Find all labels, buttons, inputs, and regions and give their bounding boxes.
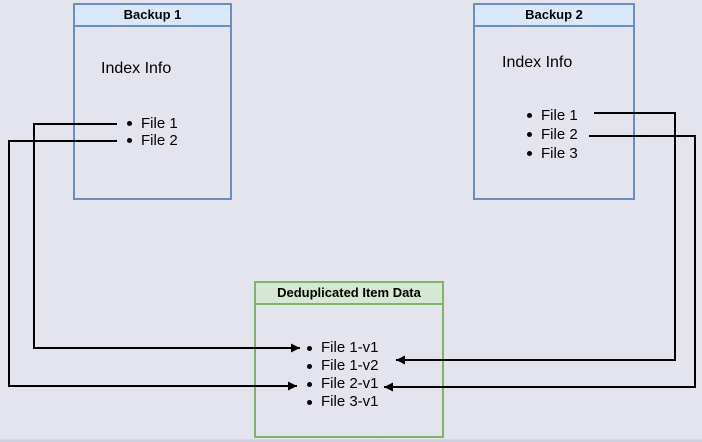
list-item: File 2 xyxy=(527,125,578,144)
list-item: File 1 xyxy=(127,115,178,132)
window-bottom-edge xyxy=(0,439,702,442)
backup2-title: Backup 2 xyxy=(475,5,633,27)
dedup-title: Deduplicated Item Data xyxy=(256,283,442,305)
list-item: File 2-v1 xyxy=(307,375,379,393)
list-item: File 3 xyxy=(527,144,578,163)
list-item: File 3-v1 xyxy=(307,393,379,411)
backup2-index-info-label: Index Info xyxy=(502,54,573,71)
list-item: File 2 xyxy=(127,132,178,149)
list-item: File 1 xyxy=(527,106,578,125)
list-item: File 1-v1 xyxy=(307,339,379,357)
backup1-index-info-label: Index Info xyxy=(101,60,172,77)
backup1-title: Backup 1 xyxy=(75,5,230,27)
list-item: File 1-v2 xyxy=(307,357,379,375)
